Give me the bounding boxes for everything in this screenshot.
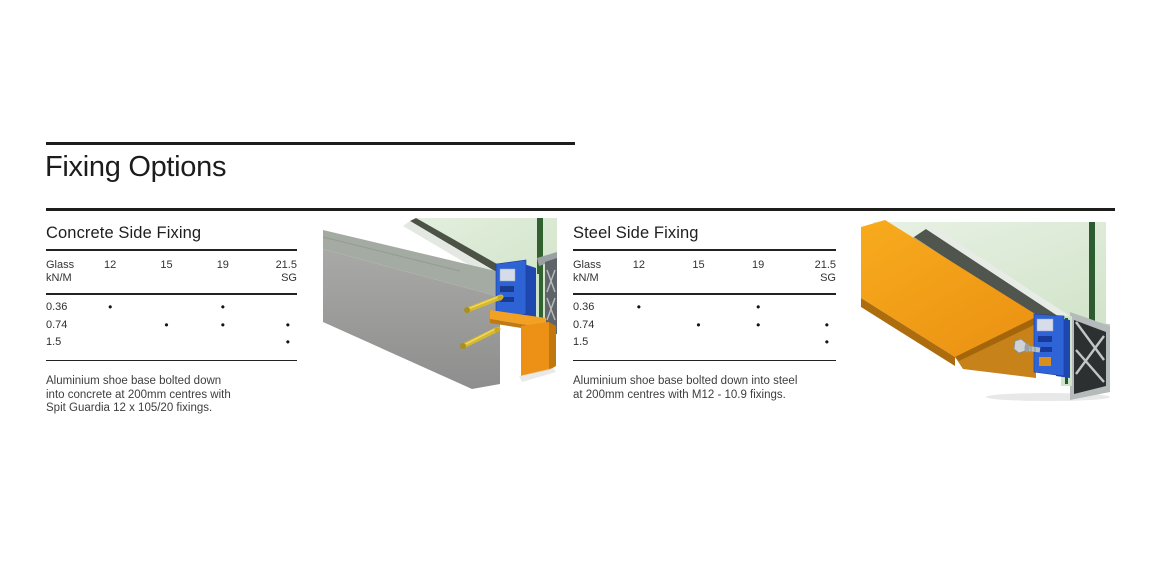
glass-knm-header: Glass kN/M bbox=[573, 259, 609, 285]
description-line: into concrete at 200mm centres with bbox=[46, 388, 231, 401]
load-dot-cell: • bbox=[285, 335, 290, 349]
table-bottom-rule bbox=[46, 359, 297, 361]
glass-label: Glass bbox=[46, 259, 75, 271]
load-dot-cell bbox=[669, 299, 729, 317]
col-header-12: 12 bbox=[104, 259, 117, 271]
load-dot-cell: • bbox=[756, 317, 761, 332]
heading-rule bbox=[46, 249, 297, 251]
load-dot-cell bbox=[609, 334, 669, 352]
aluminium-extrusion bbox=[1054, 312, 1110, 400]
table-bottom-rule bbox=[573, 359, 836, 361]
description-line: Aluminium shoe base bolted down bbox=[46, 375, 222, 387]
description: Aluminium shoe base bolted down into con… bbox=[46, 375, 297, 416]
steel-plate bbox=[861, 220, 1048, 378]
load-dot-cell bbox=[138, 334, 194, 352]
description-line: Spit Guardia 12 x 105/20 fixings. bbox=[46, 402, 213, 414]
col-header-15: 15 bbox=[692, 259, 705, 271]
col-21-5-label: 21.5 bbox=[275, 259, 297, 271]
table-row-1-5: 1.5 • bbox=[46, 334, 297, 352]
load-dot-cell bbox=[609, 317, 669, 335]
section-steel-side-fixing: Steel Side Fixing Glass kN/M 12 15 19 21… bbox=[573, 223, 836, 402]
load-dot-cell: • bbox=[636, 300, 641, 314]
load-dot-cell: • bbox=[285, 317, 290, 332]
load-dot-cell: • bbox=[220, 300, 225, 314]
sg-label: SG bbox=[820, 272, 836, 284]
section-heading: Concrete Side Fixing bbox=[46, 224, 202, 242]
knm-label: kN/M bbox=[573, 272, 599, 284]
table-row-0-36: 0.36 • • bbox=[46, 299, 297, 317]
table-row-0-36: 0.36 • • bbox=[573, 299, 836, 317]
sg-label: SG bbox=[281, 272, 297, 284]
table-header-row: Glass kN/M 12 15 19 21.5 SG bbox=[573, 251, 836, 285]
table-row-1-5: 1.5 • bbox=[573, 334, 836, 352]
row-label: 1.5 bbox=[573, 336, 589, 348]
row-label: 0.74 bbox=[573, 318, 595, 331]
table-body: 0.36 • • 0.74 • • • 1.5 • bbox=[46, 295, 297, 352]
row-label: 0.74 bbox=[46, 318, 68, 331]
knm-label: kN/M bbox=[46, 272, 72, 284]
section-heading: Steel Side Fixing bbox=[573, 224, 699, 242]
load-dot-cell bbox=[788, 299, 836, 317]
clamp-block bbox=[1033, 313, 1070, 378]
load-dot-cell bbox=[138, 299, 194, 317]
load-dot-cell: • bbox=[164, 317, 169, 332]
load-dot-cell bbox=[728, 334, 788, 352]
glass-knm-header: Glass kN/M bbox=[46, 259, 82, 285]
col-header-21-5-sg: 21.5 SG bbox=[788, 259, 836, 285]
row-label: 0.36 bbox=[46, 301, 68, 313]
aluminium-extrusion bbox=[537, 252, 557, 336]
load-dot-cell bbox=[82, 334, 138, 352]
load-dot-cell: • bbox=[824, 317, 829, 332]
load-dot-cell bbox=[669, 334, 729, 352]
title-top-rule bbox=[46, 142, 575, 145]
steel-angle-bracket bbox=[490, 310, 556, 382]
header-rule bbox=[573, 293, 836, 295]
col-header-15: 15 bbox=[160, 259, 173, 271]
load-dot-cell bbox=[82, 317, 138, 335]
load-dot-cell: • bbox=[696, 317, 701, 332]
header-rule bbox=[46, 293, 297, 295]
load-dot-cell: • bbox=[824, 335, 829, 349]
load-dot-cell: • bbox=[756, 300, 761, 314]
load-dot-cell bbox=[195, 334, 251, 352]
load-dot-cell: • bbox=[220, 317, 225, 332]
concrete-side-fixing-illustration bbox=[320, 218, 557, 414]
glass-label: Glass bbox=[573, 259, 602, 271]
description-line: Aluminium shoe base bolted down into ste… bbox=[573, 375, 798, 387]
heading-rule bbox=[573, 249, 836, 251]
steel-side-fixing-illustration bbox=[858, 220, 1114, 402]
fixing-bolt bbox=[1013, 338, 1041, 354]
load-dot-cell: • bbox=[108, 300, 113, 314]
description: Aluminium shoe base bolted down into ste… bbox=[573, 375, 836, 402]
col-21-5-label: 21.5 bbox=[814, 259, 836, 271]
anchor-bolts bbox=[460, 294, 504, 349]
row-label: 1.5 bbox=[46, 336, 62, 348]
table-row-0-74: 0.74 • • • bbox=[573, 317, 836, 335]
col-header-21-5-sg: 21.5 SG bbox=[251, 259, 297, 285]
table-body: 0.36 • • 0.74 • • • 1.5 • bbox=[573, 295, 836, 352]
title-bottom-rule bbox=[46, 208, 1115, 211]
col-header-12: 12 bbox=[632, 259, 645, 271]
description-line: at 200mm centres with M12 - 10.9 fixings… bbox=[573, 388, 786, 401]
load-dot-cell bbox=[251, 299, 297, 317]
clamp-block bbox=[495, 259, 536, 319]
col-header-19: 19 bbox=[216, 259, 229, 271]
concrete-block bbox=[322, 230, 500, 389]
table-row-0-74: 0.74 • • • bbox=[46, 317, 297, 335]
table-header-row: Glass kN/M 12 15 19 21.5 SG bbox=[46, 251, 297, 285]
section-concrete-side-fixing: Concrete Side Fixing Glass kN/M 12 15 19… bbox=[46, 223, 297, 416]
row-label: 0.36 bbox=[573, 301, 595, 313]
col-header-19: 19 bbox=[752, 259, 765, 271]
page-title: Fixing Options bbox=[45, 151, 227, 183]
